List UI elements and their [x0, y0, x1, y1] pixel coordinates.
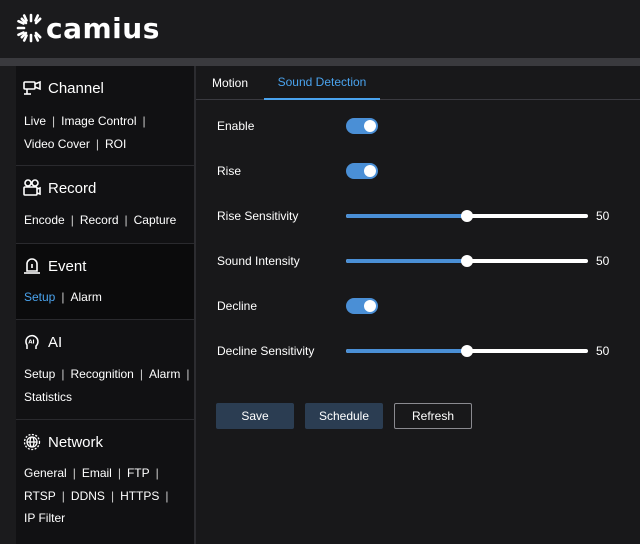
rise-sensitivity-value: 50 [596, 209, 610, 223]
main-panel: Motion Sound Detection Enable Rise Rise … [196, 66, 640, 544]
top-bar: camius [0, 0, 640, 58]
sound-intensity-value: 50 [596, 254, 610, 268]
sidebar-link-live[interactable]: Live [24, 114, 47, 128]
toggle-knob [364, 165, 376, 177]
tab-sound-detection[interactable]: Sound Detection [264, 66, 380, 100]
sidebar-title-network: Network [48, 433, 104, 451]
link-separator: | [155, 466, 159, 480]
sidebar-link-statistics[interactable]: Statistics [24, 389, 73, 404]
slider-fill [346, 259, 467, 263]
sidebar-link-recognition[interactable]: Recognition [70, 367, 134, 381]
sidebar-title-channel: Channel [48, 79, 104, 97]
toggle-knob [364, 120, 376, 132]
sidebar-link-image-control[interactable]: Image Control [61, 114, 137, 128]
sidebar-link-ftp[interactable]: FTP [126, 466, 150, 480]
sidebar-links-network: General | Email | FTP | RTSP | DDNS | HTTPS | IP F… [24, 462, 194, 530]
video-recorder-icon [22, 178, 42, 198]
sidebar-link-ddns[interactable]: DDNS [70, 488, 105, 503]
sound-intensity-label: Sound Intensity [217, 254, 300, 268]
sidebar-link-general[interactable]: General [24, 466, 67, 480]
sidebar-link-alarm[interactable]: Alarm [70, 290, 102, 304]
slider-thumb[interactable] [461, 210, 473, 222]
rise-label: Rise [217, 164, 242, 178]
link-separator: | [186, 367, 190, 381]
sidebar-header-event[interactable]: Event [22, 254, 86, 278]
sidebar-divider [194, 66, 196, 544]
sidebar-section-channel: Channel Live | Image Control | Video Cover |… [16, 66, 194, 166]
globe-icon [22, 432, 42, 452]
decline-sensitivity-value: 50 [596, 344, 610, 358]
rise-toggle[interactable] [346, 163, 378, 179]
tab-motion[interactable]: Motion [211, 76, 249, 90]
header-strip [0, 58, 640, 66]
sidebar-link-ai-setup[interactable]: Setup [24, 367, 56, 381]
link-separator: | [72, 466, 76, 480]
link-separator: | [52, 114, 56, 128]
sidebar-links-ai: Setup | Recognition | Alarm | Statistics [24, 363, 194, 408]
slider-thumb[interactable] [461, 345, 473, 357]
sidebar-link-video-cover[interactable]: Video Cover [24, 136, 90, 151]
link-separator: | [95, 136, 99, 151]
ai-head-icon: AI [22, 332, 42, 352]
slider-fill [346, 214, 467, 218]
sound-intensity-slider[interactable] [346, 255, 588, 267]
slider-thumb[interactable] [461, 255, 473, 267]
sidebar-header-channel[interactable]: Channel [22, 76, 104, 100]
link-separator: | [139, 367, 143, 381]
sidebar-title-event: Event [48, 257, 87, 275]
link-separator: | [142, 114, 146, 128]
slider-fill [346, 349, 467, 353]
rise-sensitivity-slider[interactable] [346, 210, 588, 222]
sidebar-section-network: Network General | Email | FTP | RTSP | DDNS | HTT… [16, 420, 194, 544]
sidebar-header-record[interactable]: Record [22, 176, 96, 200]
decline-toggle[interactable] [346, 298, 378, 314]
sidebar-header-network[interactable]: Network [22, 430, 103, 454]
sidebar-link-encode[interactable]: Encode [24, 213, 65, 227]
link-separator: | [61, 290, 65, 304]
sidebar-link-record[interactable]: Record [79, 213, 119, 227]
rise-sensitivity-label: Rise Sensitivity [217, 209, 299, 223]
sidebar-link-roi[interactable]: ROI [104, 136, 127, 151]
svg-text:AI: AI [28, 340, 34, 346]
sidebar-link-email[interactable]: Email [81, 466, 112, 480]
decline-sensitivity-slider[interactable] [346, 345, 588, 357]
brand-name: camius [46, 11, 160, 45]
link-separator: | [165, 488, 169, 503]
alert-icon [22, 256, 42, 276]
sidebar-link-ai-alarm[interactable]: Alarm [148, 367, 181, 381]
link-separator: | [61, 367, 65, 381]
sidebar-link-capture[interactable]: Capture [133, 213, 177, 227]
decline-label: Decline [217, 299, 258, 313]
sidebar-section-ai: AI AI Setup | Recognition | Alarm | Statistic… [16, 320, 194, 420]
link-separator: | [117, 466, 121, 480]
sidebar-section-event: Event Setup | Alarm [16, 244, 194, 320]
enable-toggle[interactable] [346, 118, 378, 134]
refresh-button[interactable]: Refresh [394, 403, 472, 429]
sidebar: Channel Live | Image Control | Video Cover |… [16, 66, 194, 544]
sidebar-title-ai: AI [48, 333, 63, 351]
sidebar-link-ip-filter[interactable]: IP Filter [24, 511, 66, 525]
tab-bar: Motion Sound Detection [196, 66, 640, 100]
decline-sensitivity-label: Decline Sensitivity [217, 344, 315, 358]
logo-burst-icon [14, 11, 48, 45]
brand-logo: camius [14, 8, 160, 48]
sidebar-header-ai[interactable]: AI AI [22, 330, 62, 354]
sidebar-section-record: Record Encode | Record | Capture [16, 166, 194, 244]
sidebar-links-channel: Live | Image Control | Video Cover | ROI [24, 110, 194, 155]
save-button[interactable]: Save [216, 403, 294, 429]
sidebar-link-https[interactable]: HTTPS [120, 488, 160, 503]
sidebar-title-record: Record [48, 179, 97, 197]
sidebar-link-rtsp[interactable]: RTSP [24, 488, 56, 503]
link-separator: | [70, 213, 74, 227]
link-separator: | [124, 213, 128, 227]
sidebar-link-setup[interactable]: Setup [24, 290, 56, 304]
link-separator: | [61, 488, 65, 503]
camera-icon [22, 78, 42, 98]
enable-label: Enable [217, 119, 255, 133]
sidebar-links-event: Setup | Alarm [24, 286, 194, 309]
sidebar-links-record: Encode | Record | Capture [24, 209, 194, 232]
schedule-button[interactable]: Schedule [305, 403, 383, 429]
toggle-knob [364, 300, 376, 312]
link-separator: | [110, 488, 115, 503]
